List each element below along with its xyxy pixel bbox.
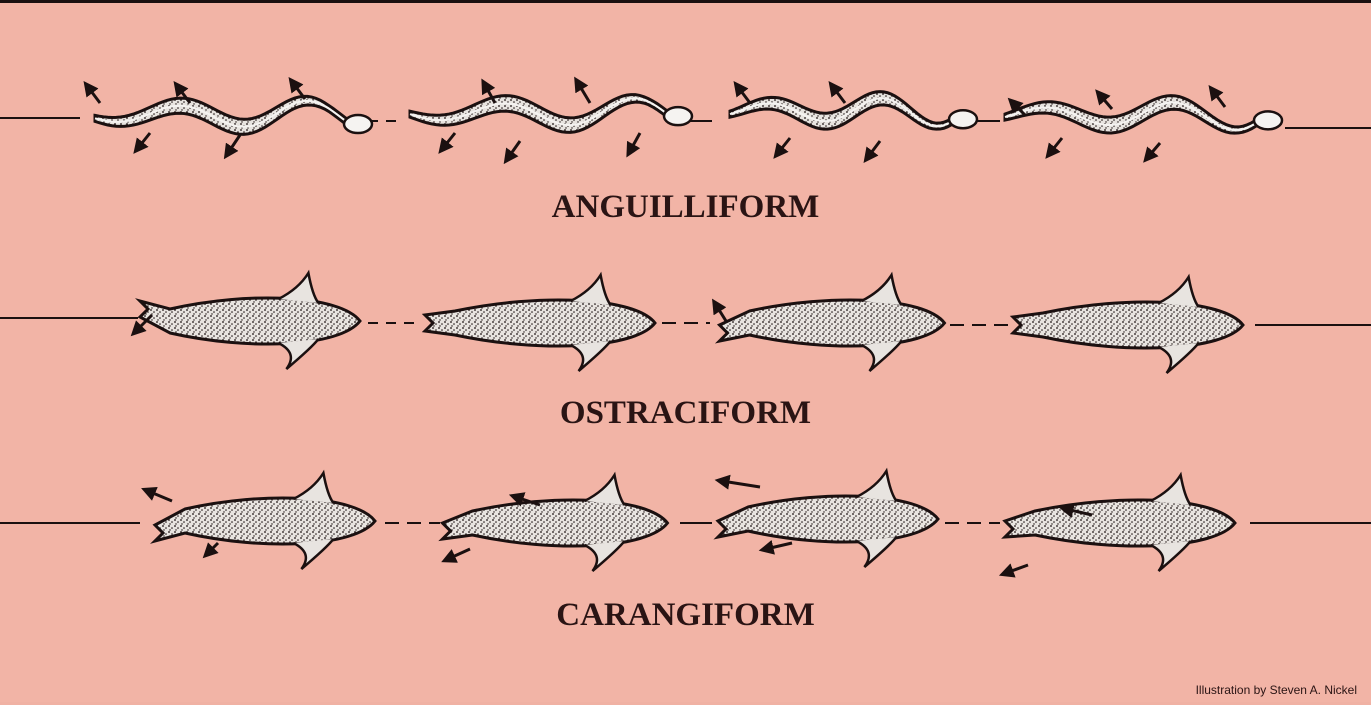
motion-arrow-icon <box>1050 138 1062 153</box>
motion-arrow-icon <box>138 133 150 148</box>
boxfish-icon <box>720 275 945 371</box>
motion-arrow-icon <box>833 87 845 103</box>
motion-arrow-icon <box>630 133 640 151</box>
anguilliform-label: ANGUILLIFORM <box>0 189 1371 226</box>
motion-arrow-icon <box>1148 143 1160 157</box>
motion-arrow-icon <box>1213 91 1225 107</box>
motion-arrow-icon <box>766 543 792 549</box>
fish-layer <box>88 83 1282 573</box>
motion-arrow-icon <box>228 135 240 153</box>
boxfish-icon <box>425 275 655 371</box>
motion-arrow-icon <box>1100 95 1112 109</box>
motion-arrow-icon <box>88 87 100 103</box>
motion-arrow-icon <box>148 491 172 501</box>
motion-arrow-icon <box>508 141 520 158</box>
eel-icon <box>410 95 692 133</box>
motion-arrow-icon <box>443 133 455 148</box>
motion-arrow-icon <box>716 305 726 321</box>
motion-arrow-icon <box>1006 565 1028 573</box>
boxfish-icon <box>1013 277 1243 373</box>
motion-arrow-icon <box>208 543 218 553</box>
ostraciform-label: OSTRACIFORM <box>0 395 1371 432</box>
motion-arrow-icon <box>448 549 470 559</box>
boxfish-icon <box>140 273 360 369</box>
carangiform-label: CARANGIFORM <box>0 597 1371 634</box>
eel-icon <box>1005 96 1282 134</box>
motion-arrow-icon <box>578 83 590 103</box>
motion-arrow-icon <box>778 138 790 153</box>
carangiform-fish-icon <box>443 475 668 571</box>
motion-arrow-icon <box>722 481 760 487</box>
motion-arrow-icon <box>868 141 880 157</box>
eel-icon <box>730 92 977 130</box>
carangiform-fish-icon <box>1005 475 1235 571</box>
eel-icon <box>95 96 372 134</box>
motion-arrow-icon <box>738 87 750 103</box>
carangiform-fish-icon <box>155 473 375 569</box>
illustration-credit: Illustration by Steven A. Nickel <box>1196 683 1357 697</box>
